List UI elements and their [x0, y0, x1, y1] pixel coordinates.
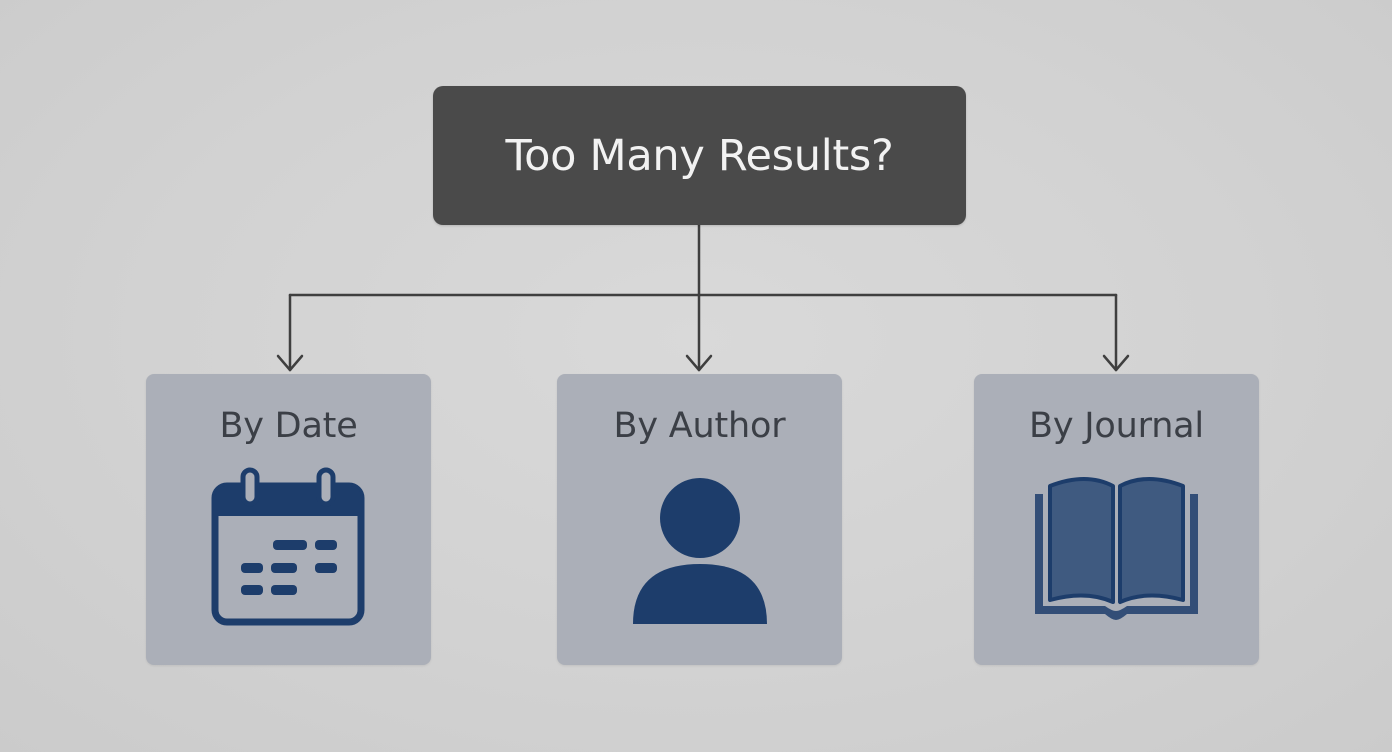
option-label-by-author: By Author: [613, 406, 786, 446]
calendar-icon: [211, 467, 365, 626]
option-label-by-date: By Date: [219, 406, 358, 446]
option-card-by-date: By Date: [146, 374, 431, 665]
open-book-icon: [1035, 477, 1198, 620]
person-icon: [633, 478, 767, 624]
option-label-by-journal: By Journal: [1029, 406, 1204, 446]
arrowhead-journal: [1102, 354, 1130, 372]
arrowhead-date: [276, 354, 304, 372]
root-question-box: Too Many Results?: [433, 86, 966, 225]
option-card-by-journal: By Journal: [974, 374, 1259, 665]
option-card-by-author: By Author: [557, 374, 842, 665]
root-question-title: Too Many Results?: [505, 130, 894, 181]
arrowhead-author: [685, 354, 713, 372]
